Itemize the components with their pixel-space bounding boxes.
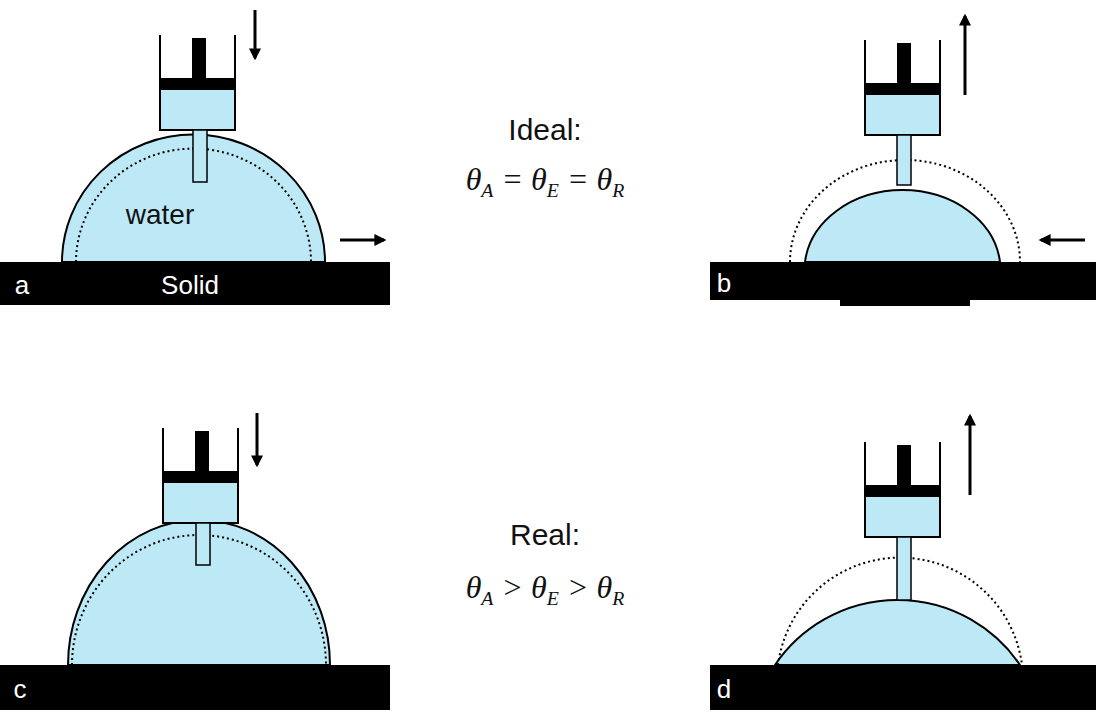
solid-substrate: c (0, 665, 390, 710)
water-drop-area: water (62, 135, 325, 262)
water-drop (775, 600, 1020, 665)
water-drop (805, 190, 1000, 262)
part-label: Solid (161, 272, 219, 298)
arrow (340, 239, 384, 242)
needle (897, 537, 911, 600)
panel-letter: d (717, 676, 731, 702)
solid-substrate: b (710, 262, 1096, 300)
arrow (254, 10, 257, 58)
syringe (865, 442, 940, 537)
panel-letter: b (717, 270, 731, 296)
arrow (969, 416, 972, 495)
heading-label: Ideal: (508, 115, 581, 145)
arrow (256, 413, 259, 465)
water-drop (68, 520, 330, 665)
solid-substrate: a Solid (0, 262, 390, 305)
part-label: water (126, 201, 194, 229)
formula-label: θA > θE > θR (466, 571, 625, 609)
arrow (964, 16, 967, 95)
panel-c (68, 413, 330, 665)
needle (193, 130, 207, 182)
needle (196, 523, 210, 565)
formula-label: θA = θE = θR (466, 163, 625, 201)
syringe (163, 428, 238, 523)
panel-d (775, 416, 1022, 665)
solid-substrate: d (710, 665, 1096, 710)
syringe (160, 35, 235, 130)
panel-letter: c (14, 676, 27, 702)
arrow (1041, 239, 1085, 242)
syringe (865, 40, 940, 135)
needle (897, 135, 911, 185)
panel-a (62, 10, 384, 262)
heading-label: Real: (510, 520, 580, 550)
panel-letter: a (15, 272, 29, 298)
